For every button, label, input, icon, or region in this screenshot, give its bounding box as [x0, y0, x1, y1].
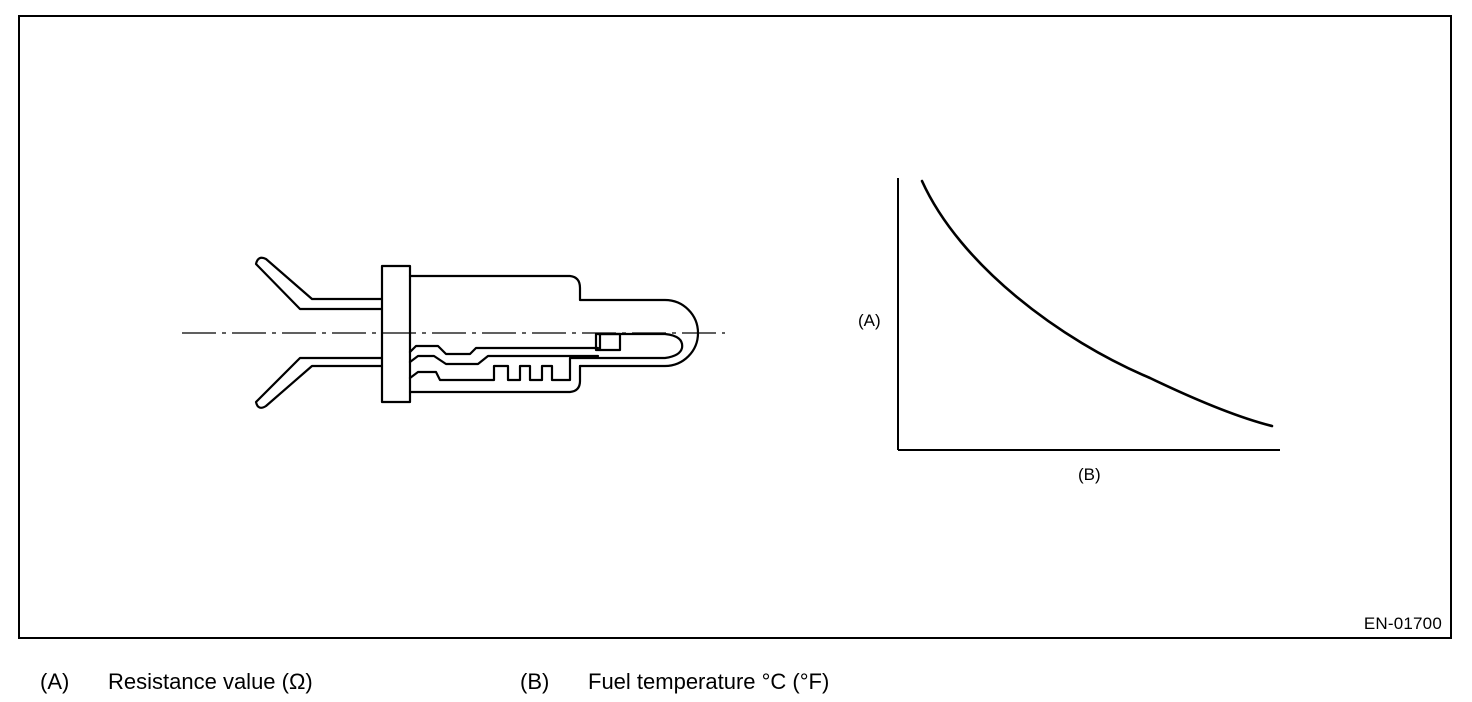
probe-cavity — [408, 332, 684, 382]
legend-text: Fuel temperature °C (°F) — [588, 669, 830, 694]
sensor-flange — [380, 264, 412, 404]
resistance-curve — [920, 179, 1274, 428]
legend-key: (A) — [40, 669, 70, 694]
characteristic-graph — [897, 178, 1280, 451]
figure-id: EN-01700 — [1363, 614, 1442, 633]
legend-key: (B) — [520, 669, 550, 694]
inner-conductor — [408, 344, 600, 356]
thermistor-element — [594, 332, 622, 352]
legend-item-b: (B) Fuel temperature °C (°F) — [520, 669, 829, 695]
graph-y-axis-marker: (A) — [858, 311, 881, 330]
upper-terminal-lead — [254, 256, 384, 311]
diagram-frame — [18, 15, 1452, 639]
graph-x-axis-marker: (B) — [1078, 465, 1101, 484]
lower-terminal-lead — [254, 356, 384, 409]
fuel-temperature-sensor-drawing — [254, 256, 700, 409]
legend-text: Resistance value (Ω) — [108, 669, 313, 694]
sensor-body-upper — [408, 274, 700, 368]
inner-conductor-lower — [408, 354, 600, 366]
sensor-body-lower — [408, 364, 582, 394]
legend-item-a: (A) Resistance value (Ω) — [40, 669, 313, 695]
